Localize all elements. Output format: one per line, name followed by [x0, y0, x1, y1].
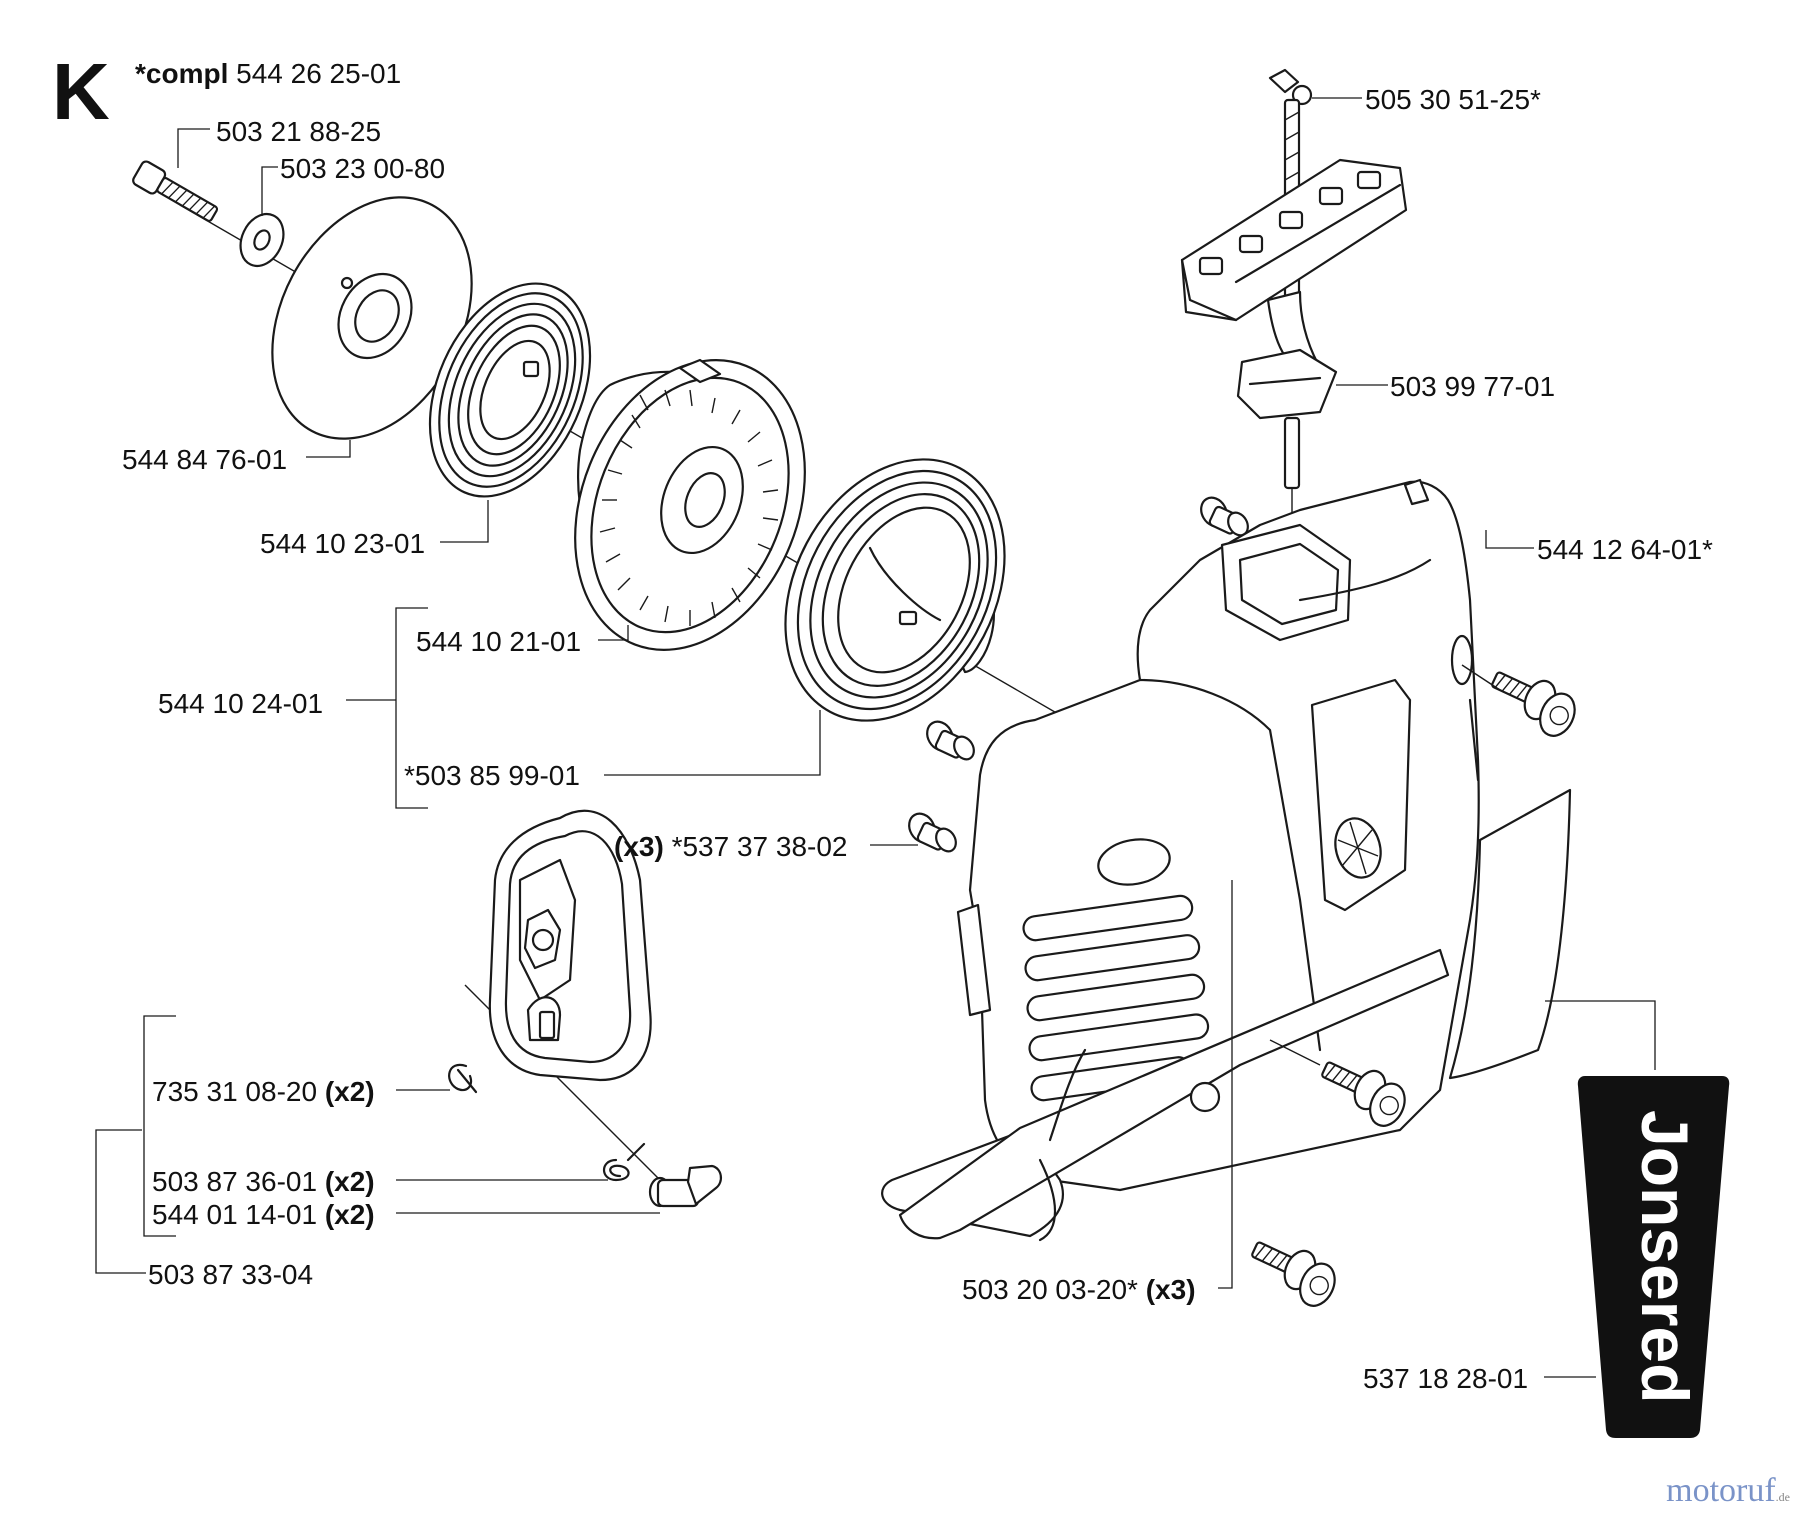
label-compl-prefix: *compl [135, 58, 229, 89]
label-544-01-14-01-qty: (x2) [324, 1199, 375, 1230]
label-537-37-38-02: (x3) *537 37 38-02 [614, 833, 848, 861]
watermark: motoruf.de [1666, 1474, 1790, 1508]
label-544-10-21-01: 544 10 21-01 [416, 626, 582, 657]
label-544-12-64-01: 544 12 64-01* [1537, 534, 1713, 565]
washer-503-23-00-80 [239, 213, 285, 267]
clip-735-31-08-20 [448, 1063, 478, 1094]
label-503-87-33-04: 503 87 33-04 [148, 1259, 314, 1290]
pulley-544-10-21-01 [574, 358, 806, 651]
label-503-23-00-80: 503 23 00-80 [280, 153, 446, 184]
label-503-87-36-01-qty: (x2) [324, 1166, 375, 1197]
label-544-01-14-01: 544 01 14-01 (x2) [152, 1201, 375, 1229]
label-compl-number: 544 26 25-01 [236, 58, 402, 89]
bushing-top [1200, 496, 1249, 537]
label-505-30-51-25: 505 30 51-25* [1365, 84, 1541, 115]
jonsered-decal-text: Jonsered [1628, 1110, 1702, 1403]
pawl-housing-503-87-33-04 [488, 809, 652, 1082]
label-503-85-99-01: *503 85 99-01 [404, 760, 580, 791]
label-735-31-08-20-qty: (x2) [324, 1076, 375, 1107]
screw-axis-middle [1269, 1039, 1321, 1066]
label-544-10-24-01: 544 10 24-01 [158, 688, 324, 719]
label-544-01-14-01-number: 544 01 14-01 [152, 1199, 318, 1230]
pawl-544-01-14-01 [648, 1164, 722, 1208]
label-544-84-76-01: 544 84 76-01 [122, 444, 288, 475]
spring-544-10-23-01 [428, 282, 592, 498]
label-537-37-38-02-qty: (x3) [614, 831, 664, 862]
label-537-37-38-02-number: *537 37 38-02 [671, 831, 848, 862]
watermark-tld: .de [1775, 1490, 1790, 1504]
jonsered-decal: Jonsered [1577, 1076, 1730, 1438]
screw-axis-right [1461, 664, 1501, 691]
screw-503-21-88-25 [132, 160, 219, 222]
label-503-87-36-01: 503 87 36-01 (x2) [152, 1168, 375, 1196]
label-735-31-08-20-number: 735 31 08-20 [152, 1076, 318, 1107]
label-503-21-88-25: 503 21 88-25 [216, 116, 382, 147]
leader-lines [95, 97, 1656, 1378]
starter-housing-544-12-64-01 [881, 478, 1480, 1242]
label-503-20-03-20-qty: (x3) [1145, 1274, 1196, 1305]
decal-plain [1448, 788, 1572, 1080]
label-544-10-23-01: 544 10 23-01 [260, 528, 426, 559]
section-letter: K [52, 47, 110, 136]
spring-503-87-36-01 [602, 1142, 646, 1182]
starter-rope-and-handle [1180, 68, 1408, 650]
label-537-18-28-01: 537 18 28-01 [1363, 1363, 1529, 1394]
label-503-87-36-01-number: 503 87 36-01 [152, 1166, 318, 1197]
label-503-20-03-20: 503 20 03-20* (x3) [962, 1276, 1196, 1304]
screw-bottom [1251, 1241, 1336, 1307]
label-503-99-77-01: 503 99 77-01 [1390, 371, 1556, 402]
spring-cassette-503-85-99-01 [784, 458, 1006, 722]
watermark-name: motoruf [1666, 1472, 1776, 1509]
bushing-middle [926, 720, 975, 761]
bushing-bottom [908, 812, 957, 853]
label-735-31-08-20: 735 31 08-20 (x2) [152, 1078, 375, 1106]
screw-right-upper [1491, 671, 1576, 737]
screw-middle [1321, 1061, 1406, 1127]
disc-544-84-76-01 [271, 196, 473, 440]
label-503-20-03-20-number: 503 20 03-20* [962, 1274, 1138, 1305]
label-compl: *compl 544 26 25-01 [135, 60, 401, 88]
